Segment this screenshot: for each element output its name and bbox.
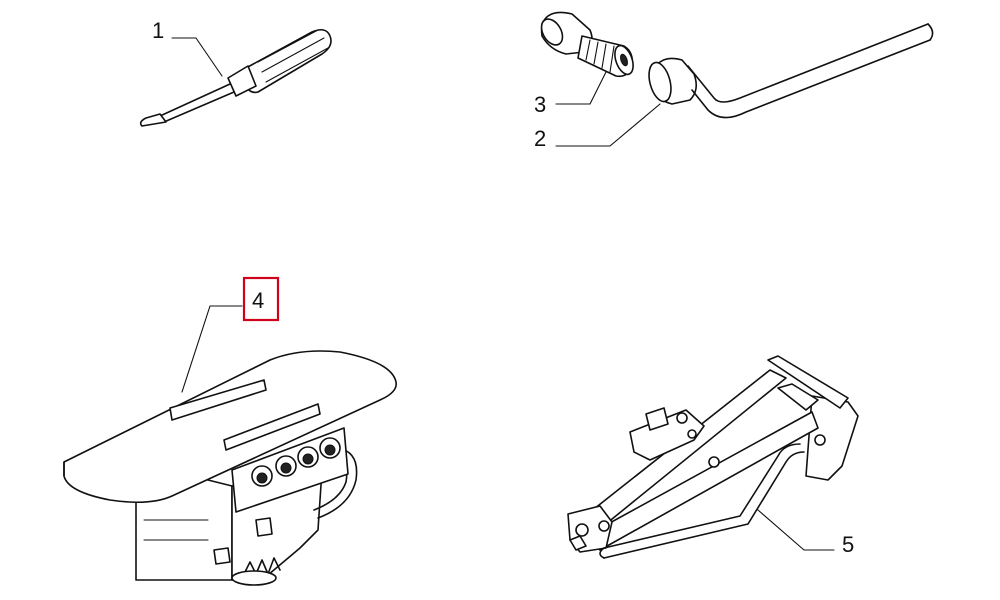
callout-1-leader	[171, 37, 223, 77]
tool-holder-drawing	[63, 350, 397, 586]
tube-drawing	[648, 23, 934, 119]
callout-5-label: 5	[842, 532, 854, 557]
socket-drawing	[540, 11, 634, 78]
callout-3-label: 3	[534, 92, 546, 117]
callout-3-leader	[555, 71, 607, 105]
callout-4-label: 4	[252, 288, 264, 313]
callout-2-leader	[555, 103, 661, 147]
callout-4-highlight-box	[242, 276, 280, 322]
callout-5-leader	[757, 509, 835, 551]
screwdriver-drawing	[139, 28, 332, 127]
callout-1-label: 1	[152, 18, 164, 43]
jack-drawing	[567, 355, 859, 559]
callout-2-label: 2	[534, 126, 546, 151]
callout-4-leader	[181, 305, 243, 393]
